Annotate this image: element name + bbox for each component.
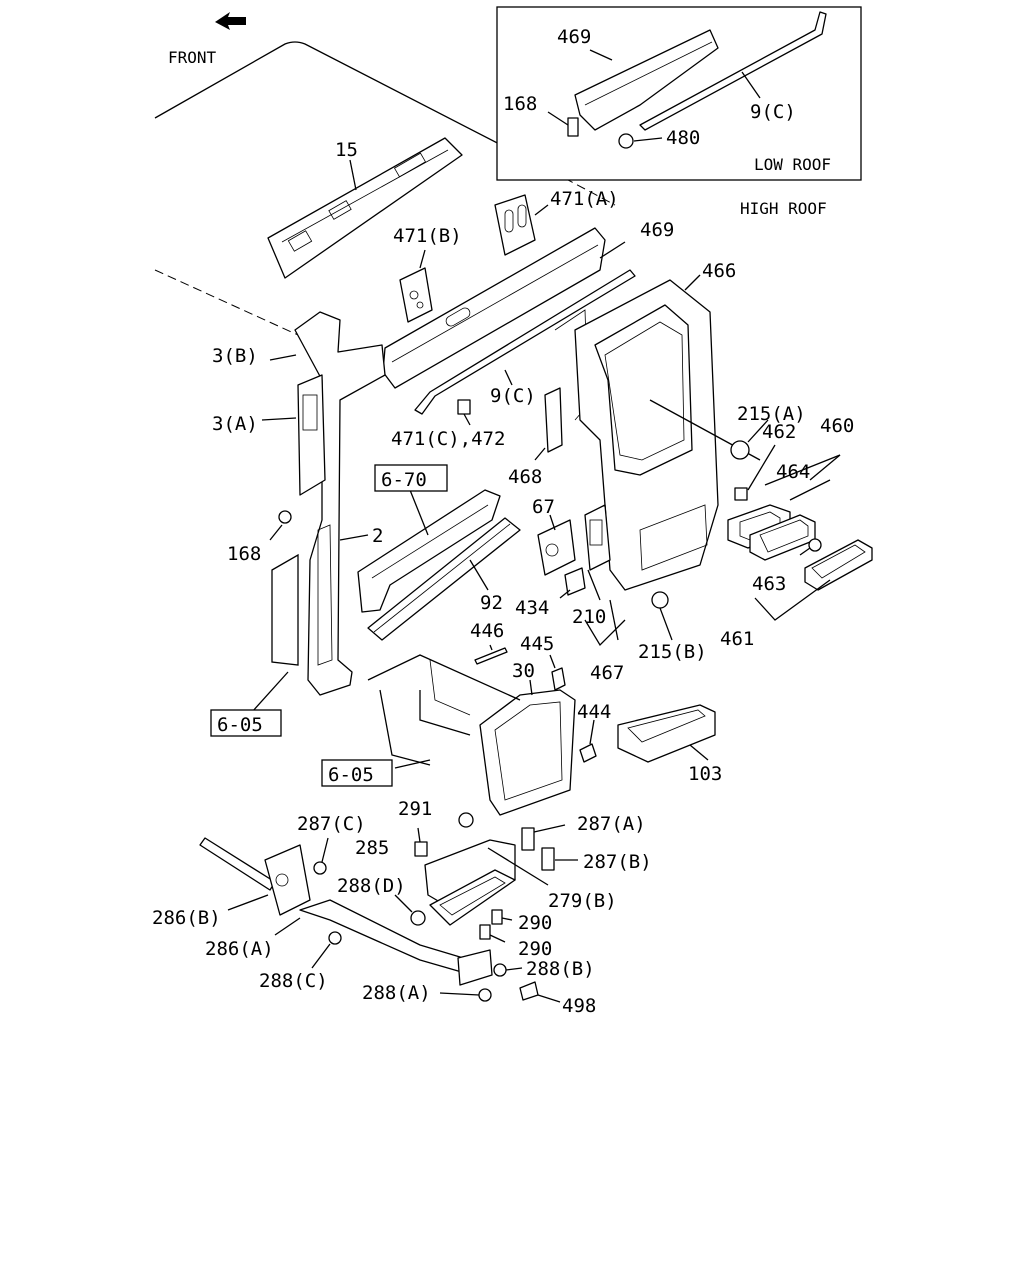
floor-member-670 (357, 489, 501, 613)
grommet-215b (651, 591, 673, 641)
callout: 286(B) (152, 907, 221, 929)
panel-outline-left (251, 553, 299, 713)
clip-462 (734, 444, 776, 501)
callout: 287(C) (297, 813, 366, 835)
spacer-290 (479, 909, 513, 943)
callout: 467 (590, 662, 624, 684)
step-103 (617, 704, 716, 763)
bracket-210 (584, 504, 611, 601)
ref-box-605b (321, 759, 393, 787)
inset-label-480: 480 (666, 127, 700, 149)
nut-288a (439, 988, 492, 1002)
callout: 288(C) (259, 970, 328, 992)
callout: 464 (776, 461, 810, 483)
inset-label-168: 168 (503, 93, 537, 115)
vent-grille-group (727, 454, 873, 621)
step-bracket-279b (424, 839, 549, 926)
low-roof-inset (496, 6, 862, 181)
callout: 444 (577, 701, 611, 723)
pillar-assembly (261, 311, 386, 696)
nut-288d (394, 894, 426, 926)
inner-pillar-468 (534, 309, 589, 461)
callout: 288(D) (337, 875, 406, 897)
ref-box-670 (374, 464, 448, 492)
callout: 3(B) (212, 345, 258, 367)
callout: 469 (640, 219, 674, 241)
callout: 288(B) (526, 958, 595, 980)
bracket-471a (494, 194, 549, 256)
bolt-287a (521, 824, 566, 851)
callout: 286(A) (205, 938, 274, 960)
clip-445 (549, 654, 566, 691)
callout: 210 (572, 606, 606, 628)
nut-288b (493, 963, 523, 977)
low-roof-title: LOW ROOF (754, 155, 831, 174)
callout: 434 (515, 597, 549, 619)
callout: 445 (520, 633, 554, 655)
callout: 279(B) (548, 890, 617, 912)
strip-9c (414, 269, 636, 415)
bolt-291 (414, 827, 428, 857)
callout: 471(C),472 (391, 428, 505, 450)
ref-670: 6-70 (381, 469, 427, 491)
ref-605a: 6-05 (217, 714, 263, 736)
high-roof-title: HIGH ROOF (740, 199, 827, 218)
callout-labels: 15 471(A) 471(B) 469 466 3(B) 3(A) 9(C) … (152, 139, 854, 1017)
inset-label-9c: 9(C) (750, 101, 796, 123)
callout: 471(A) (550, 188, 619, 210)
bracket-471b (399, 249, 433, 323)
front-arrow-icon (215, 12, 246, 30)
callout: 290 (518, 912, 552, 934)
ref-box-605a (210, 709, 282, 737)
callout: 290 (518, 938, 552, 960)
callout: 468 (508, 466, 542, 488)
callout: 498 (562, 995, 596, 1017)
screw-168 (269, 510, 292, 541)
callout: 461 (720, 628, 754, 650)
cross-member-92 (367, 517, 521, 641)
bolt-287b (541, 847, 578, 871)
callout: 168 (227, 543, 261, 565)
clip-498 (519, 981, 561, 1003)
callout: 15 (335, 139, 358, 161)
callout: 9(C) (490, 385, 536, 407)
inset-label-469: 469 (557, 26, 591, 48)
callout: 291 (398, 798, 432, 820)
leader-467 (584, 619, 626, 647)
roof-rail-part (267, 137, 463, 279)
callout: 3(A) (212, 413, 258, 435)
clip-471c-472 (457, 399, 471, 426)
front-label: FRONT (168, 48, 217, 67)
bracket-67 (537, 514, 576, 576)
side-panel-466 (574, 274, 761, 641)
callout: 287(A) (577, 813, 646, 835)
callout: 285 (355, 837, 389, 859)
callout: 67 (532, 496, 555, 518)
callout: 2 (372, 525, 383, 547)
leader-605b (394, 759, 431, 769)
callout: 460 (820, 415, 854, 437)
step-well-30 (367, 654, 576, 828)
tube-bracket-286 (199, 837, 493, 986)
callout: 287(B) (583, 851, 652, 873)
bracket-434 (559, 567, 586, 599)
callout: 215(B) (638, 641, 707, 663)
callout: 30 (512, 660, 535, 682)
callout: 446 (470, 620, 504, 642)
callout: 466 (702, 260, 736, 282)
grommet-215a (730, 419, 769, 460)
rod-446 (474, 644, 508, 665)
callout: 215(A) (737, 403, 806, 425)
callout: 92 (480, 592, 503, 614)
ref-605b: 6-05 (328, 764, 374, 786)
callout: 471(B) (393, 225, 462, 247)
callout: 103 (688, 763, 722, 785)
bolt-444 (579, 719, 597, 763)
callout: 463 (752, 573, 786, 595)
callout: 462 (762, 421, 796, 443)
callout: 288(A) (362, 982, 431, 1004)
